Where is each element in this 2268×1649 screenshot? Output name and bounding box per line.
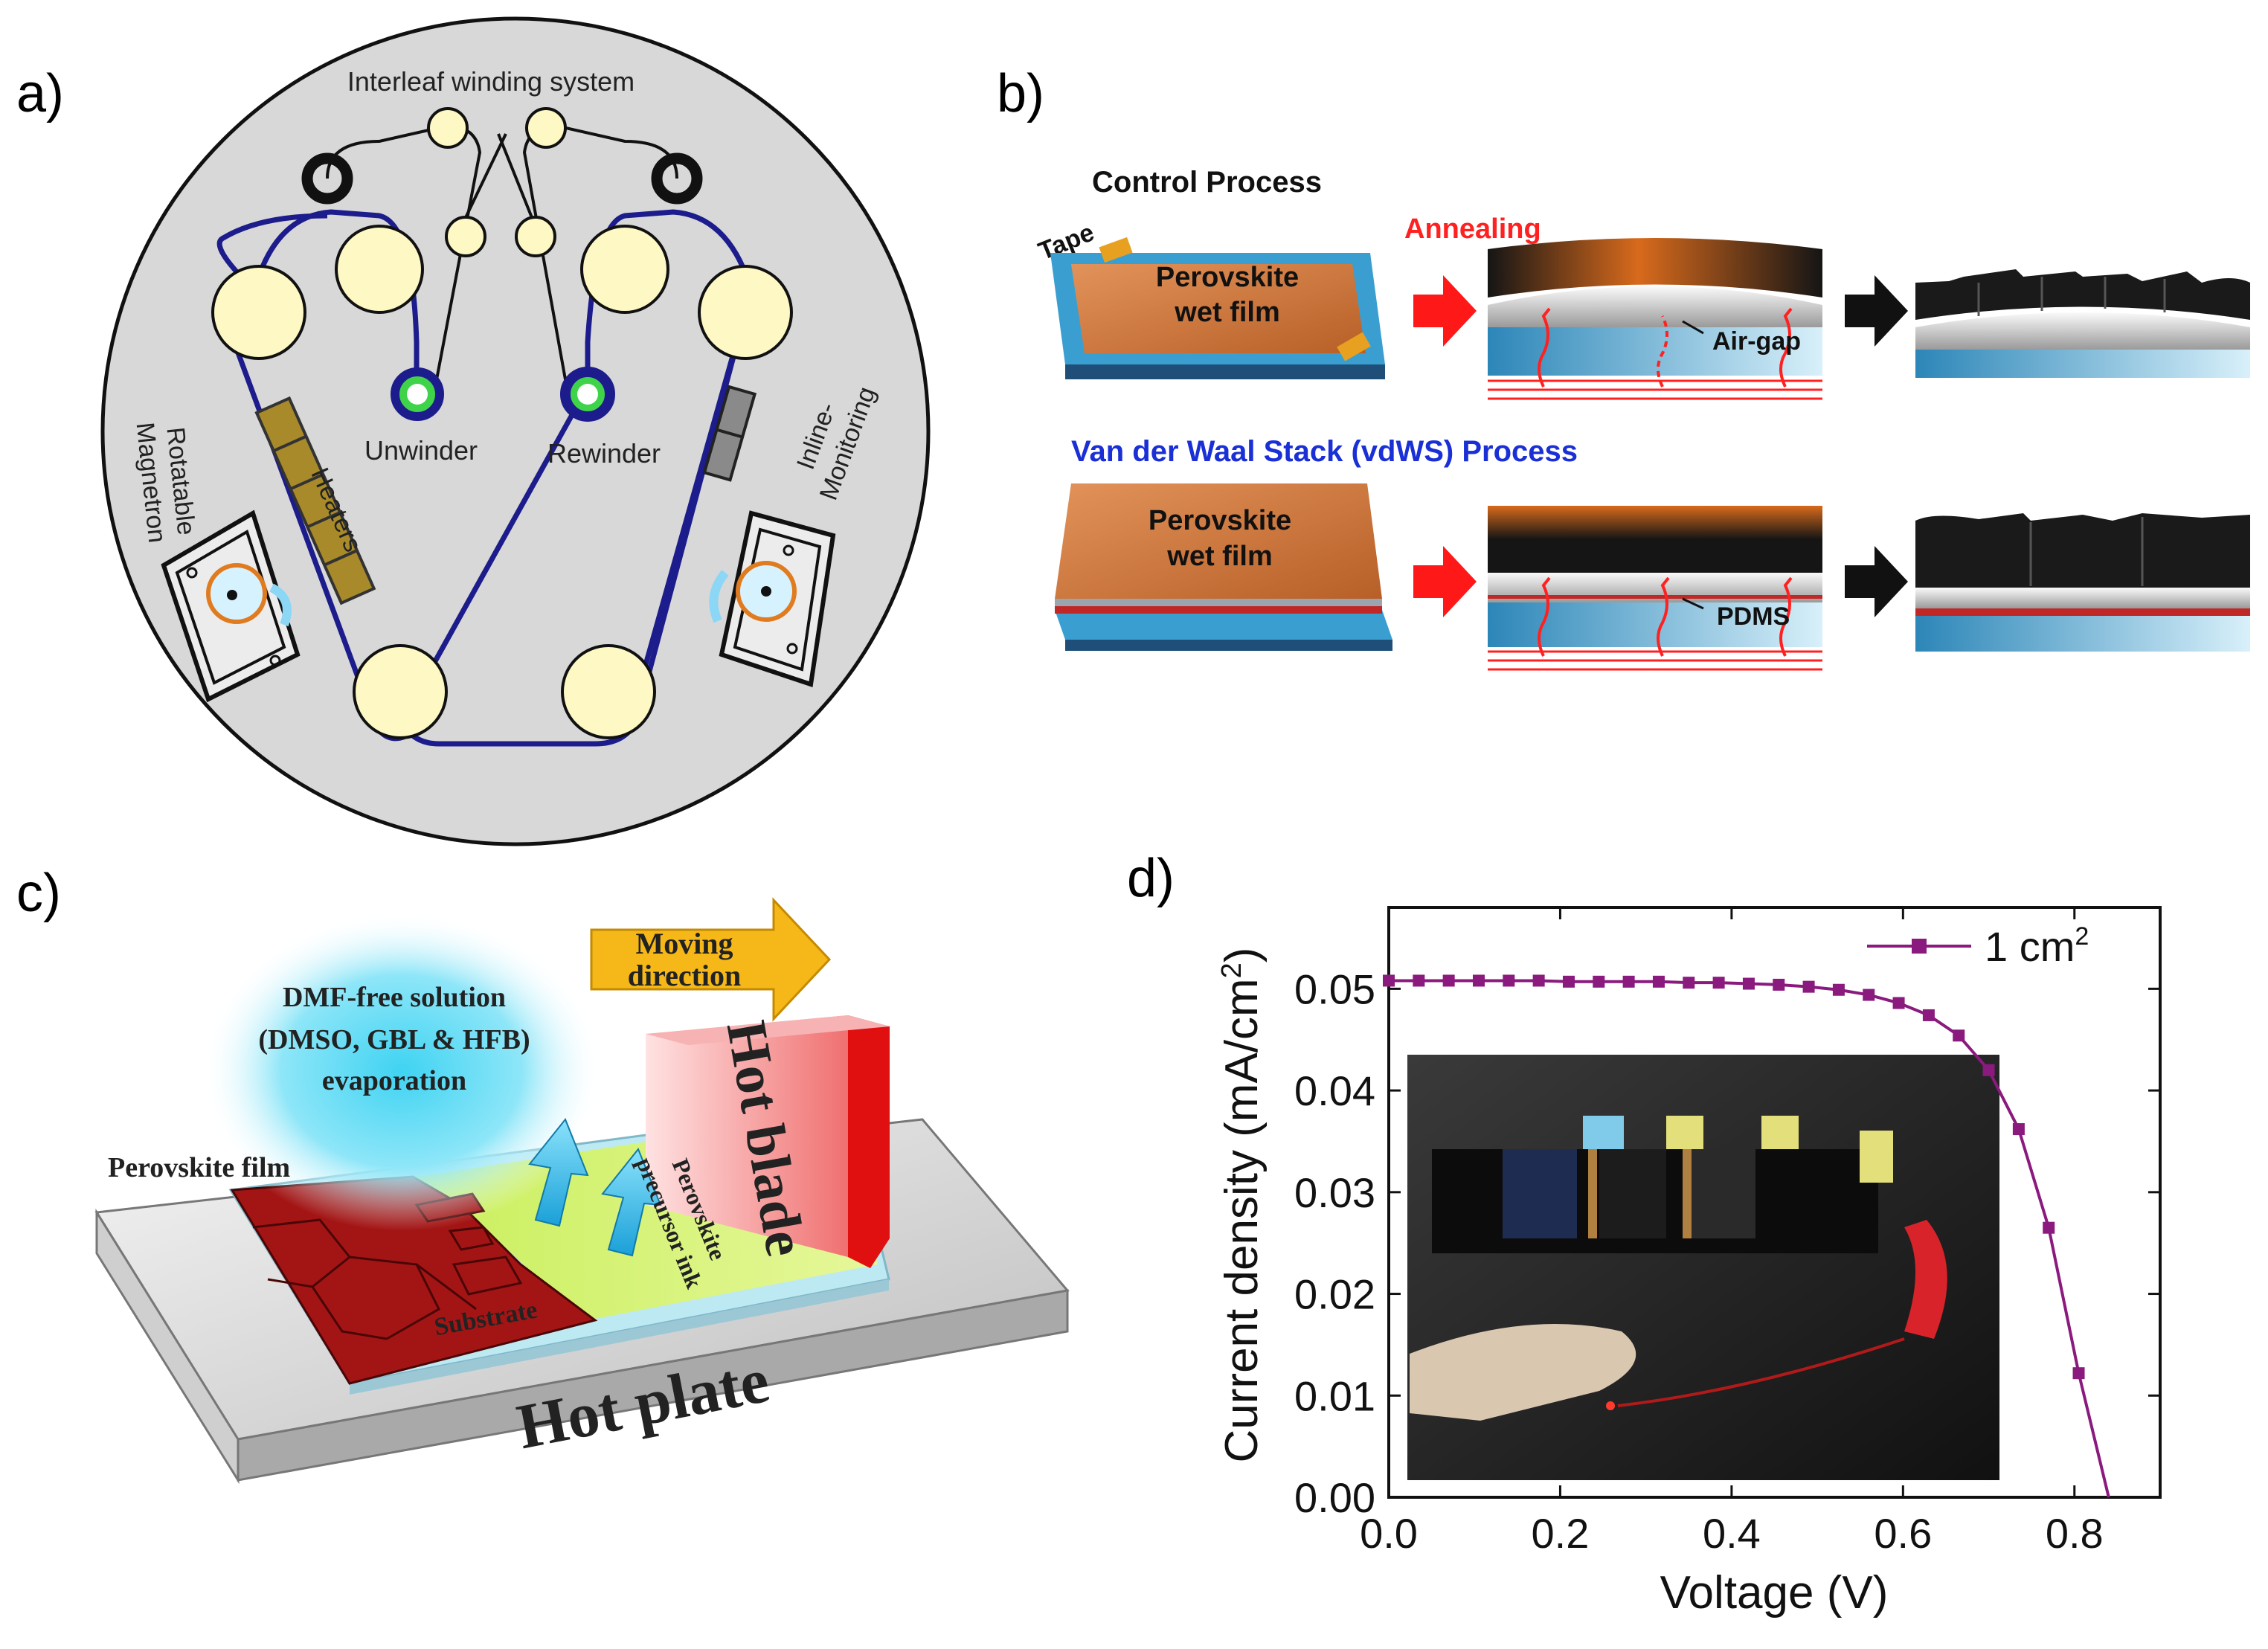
data-point [1953, 1029, 1965, 1042]
panel-d-label: d) [1127, 849, 1175, 908]
moving-direction-arrow: Moving direction [590, 897, 832, 1022]
air-gap-label: Air-gap [1712, 327, 1801, 356]
data-point [1802, 980, 1815, 993]
panel-b: b) Control Process Tape Annealing Perovs… [997, 64, 2250, 671]
data-point [1532, 974, 1545, 987]
interleaf-winding-title: Interleaf winding system [347, 66, 635, 97]
y-axis-label: Current density (mA/cm2) [1216, 948, 1268, 1463]
y-tick-label: 0.05 [1294, 965, 1375, 1012]
hot-blade: Hot blade [646, 1015, 890, 1268]
panel-a: a) Interleaf winding system [16, 16, 931, 846]
x-tick-label: 0.6 [1874, 1510, 1932, 1557]
vdws-film-label-1: Perovskite [1149, 505, 1291, 536]
data-point [1773, 978, 1785, 991]
data-point [1622, 975, 1635, 988]
solution-label-2: (DMSO, GBL & HFB) [258, 1024, 530, 1055]
x-tick-label: 0.8 [2046, 1510, 2104, 1557]
panel-b-label: b) [997, 64, 1044, 123]
rewinder-label: Rewinder [547, 438, 661, 469]
x-tick-label: 0.2 [1532, 1510, 1590, 1557]
result-arrow-control [1845, 275, 1908, 347]
control-film-label-1: Perovskite [1156, 262, 1299, 293]
interleaf-roll-left [301, 152, 353, 205]
legend: 1 cm2 [1867, 922, 2089, 970]
data-point [1863, 989, 1875, 1001]
annealing-arrow [1413, 275, 1477, 347]
control-process-title: Control Process [1092, 166, 1322, 199]
moving-label-1: Moving [635, 927, 733, 960]
data-point [1683, 977, 1695, 989]
heaters [254, 396, 376, 605]
data-point [1442, 974, 1455, 987]
pdms-label: PDMS [1717, 602, 1790, 631]
x-tick-label: 0.4 [1703, 1510, 1761, 1557]
x-tick-label: 0.0 [1360, 1510, 1418, 1557]
data-point [2012, 1123, 2025, 1136]
data-point [1383, 974, 1395, 987]
data-point [1413, 974, 1425, 987]
annealing-label: Annealing [1404, 213, 1541, 245]
device-photo-inset [1407, 1055, 1999, 1480]
x-axis-label: Voltage (V) [1660, 1567, 1889, 1619]
rollers [211, 107, 793, 739]
result-arrow-vdws [1845, 546, 1908, 617]
evaporation-cloud [201, 911, 603, 1231]
solution-label-1: DMF-free solution [283, 982, 506, 1013]
data-point [1593, 975, 1605, 988]
data-point [1503, 974, 1515, 987]
data-point [1652, 975, 1665, 988]
data-point [1892, 997, 1905, 1009]
right-magnetron [709, 510, 836, 687]
y-tick-label: 0.04 [1294, 1067, 1375, 1114]
data-point [2043, 1221, 2055, 1234]
y-tick-label: 0.02 [1294, 1271, 1375, 1318]
data-point [1982, 1064, 1995, 1076]
y-tick-label: 0.00 [1294, 1474, 1375, 1521]
vdws-film-stack: Perovskite wet film [1055, 483, 1392, 651]
data-point [1832, 983, 1845, 996]
y-tick-label: 0.01 [1294, 1372, 1375, 1419]
legend-marker [1912, 939, 1927, 954]
rotatable-magnetron [161, 510, 301, 703]
control-result [1915, 269, 2250, 378]
vdws-result [1915, 513, 2250, 652]
perovskite-film-label: Perovskite film [108, 1152, 290, 1183]
y-tick-label: 0.03 [1294, 1169, 1375, 1216]
data-point [1712, 977, 1725, 989]
control-film-stack: Perovskite wet film [1050, 237, 1385, 379]
legend-label: 1 cm2 [1985, 922, 2089, 970]
vdws-annealing-arrow [1413, 546, 1477, 617]
panel-c: c) Hot plate Substrate [16, 864, 1070, 1485]
solution-label-3: evaporation [322, 1065, 466, 1096]
interleaf-roll-right [651, 152, 703, 205]
control-annealing-view: Air-gap [1488, 238, 1822, 400]
data-point [2072, 1367, 2085, 1380]
data-point [1472, 974, 1485, 987]
data-point [1562, 975, 1575, 988]
vdws-film-label-2: wet film [1166, 541, 1272, 572]
moving-label-2: direction [628, 959, 742, 992]
vapor-arrows [528, 1118, 662, 1257]
vdws-annealing-view: PDMS [1488, 506, 1822, 671]
web-path-right [626, 289, 754, 726]
inline-monitoring [702, 385, 757, 482]
control-film-label-2: wet film [1174, 297, 1279, 328]
panel-a-label: a) [16, 64, 64, 123]
vacuum-chamber [100, 16, 931, 846]
data-point [1922, 1009, 1935, 1021]
vdws-title: Van der Waal Stack (vdWS) Process [1071, 435, 1578, 468]
plot-frame [1387, 906, 2162, 1499]
data-point [1742, 977, 1755, 990]
panel-c-label: c) [16, 864, 61, 923]
unwinder-label: Unwinder [364, 435, 478, 466]
